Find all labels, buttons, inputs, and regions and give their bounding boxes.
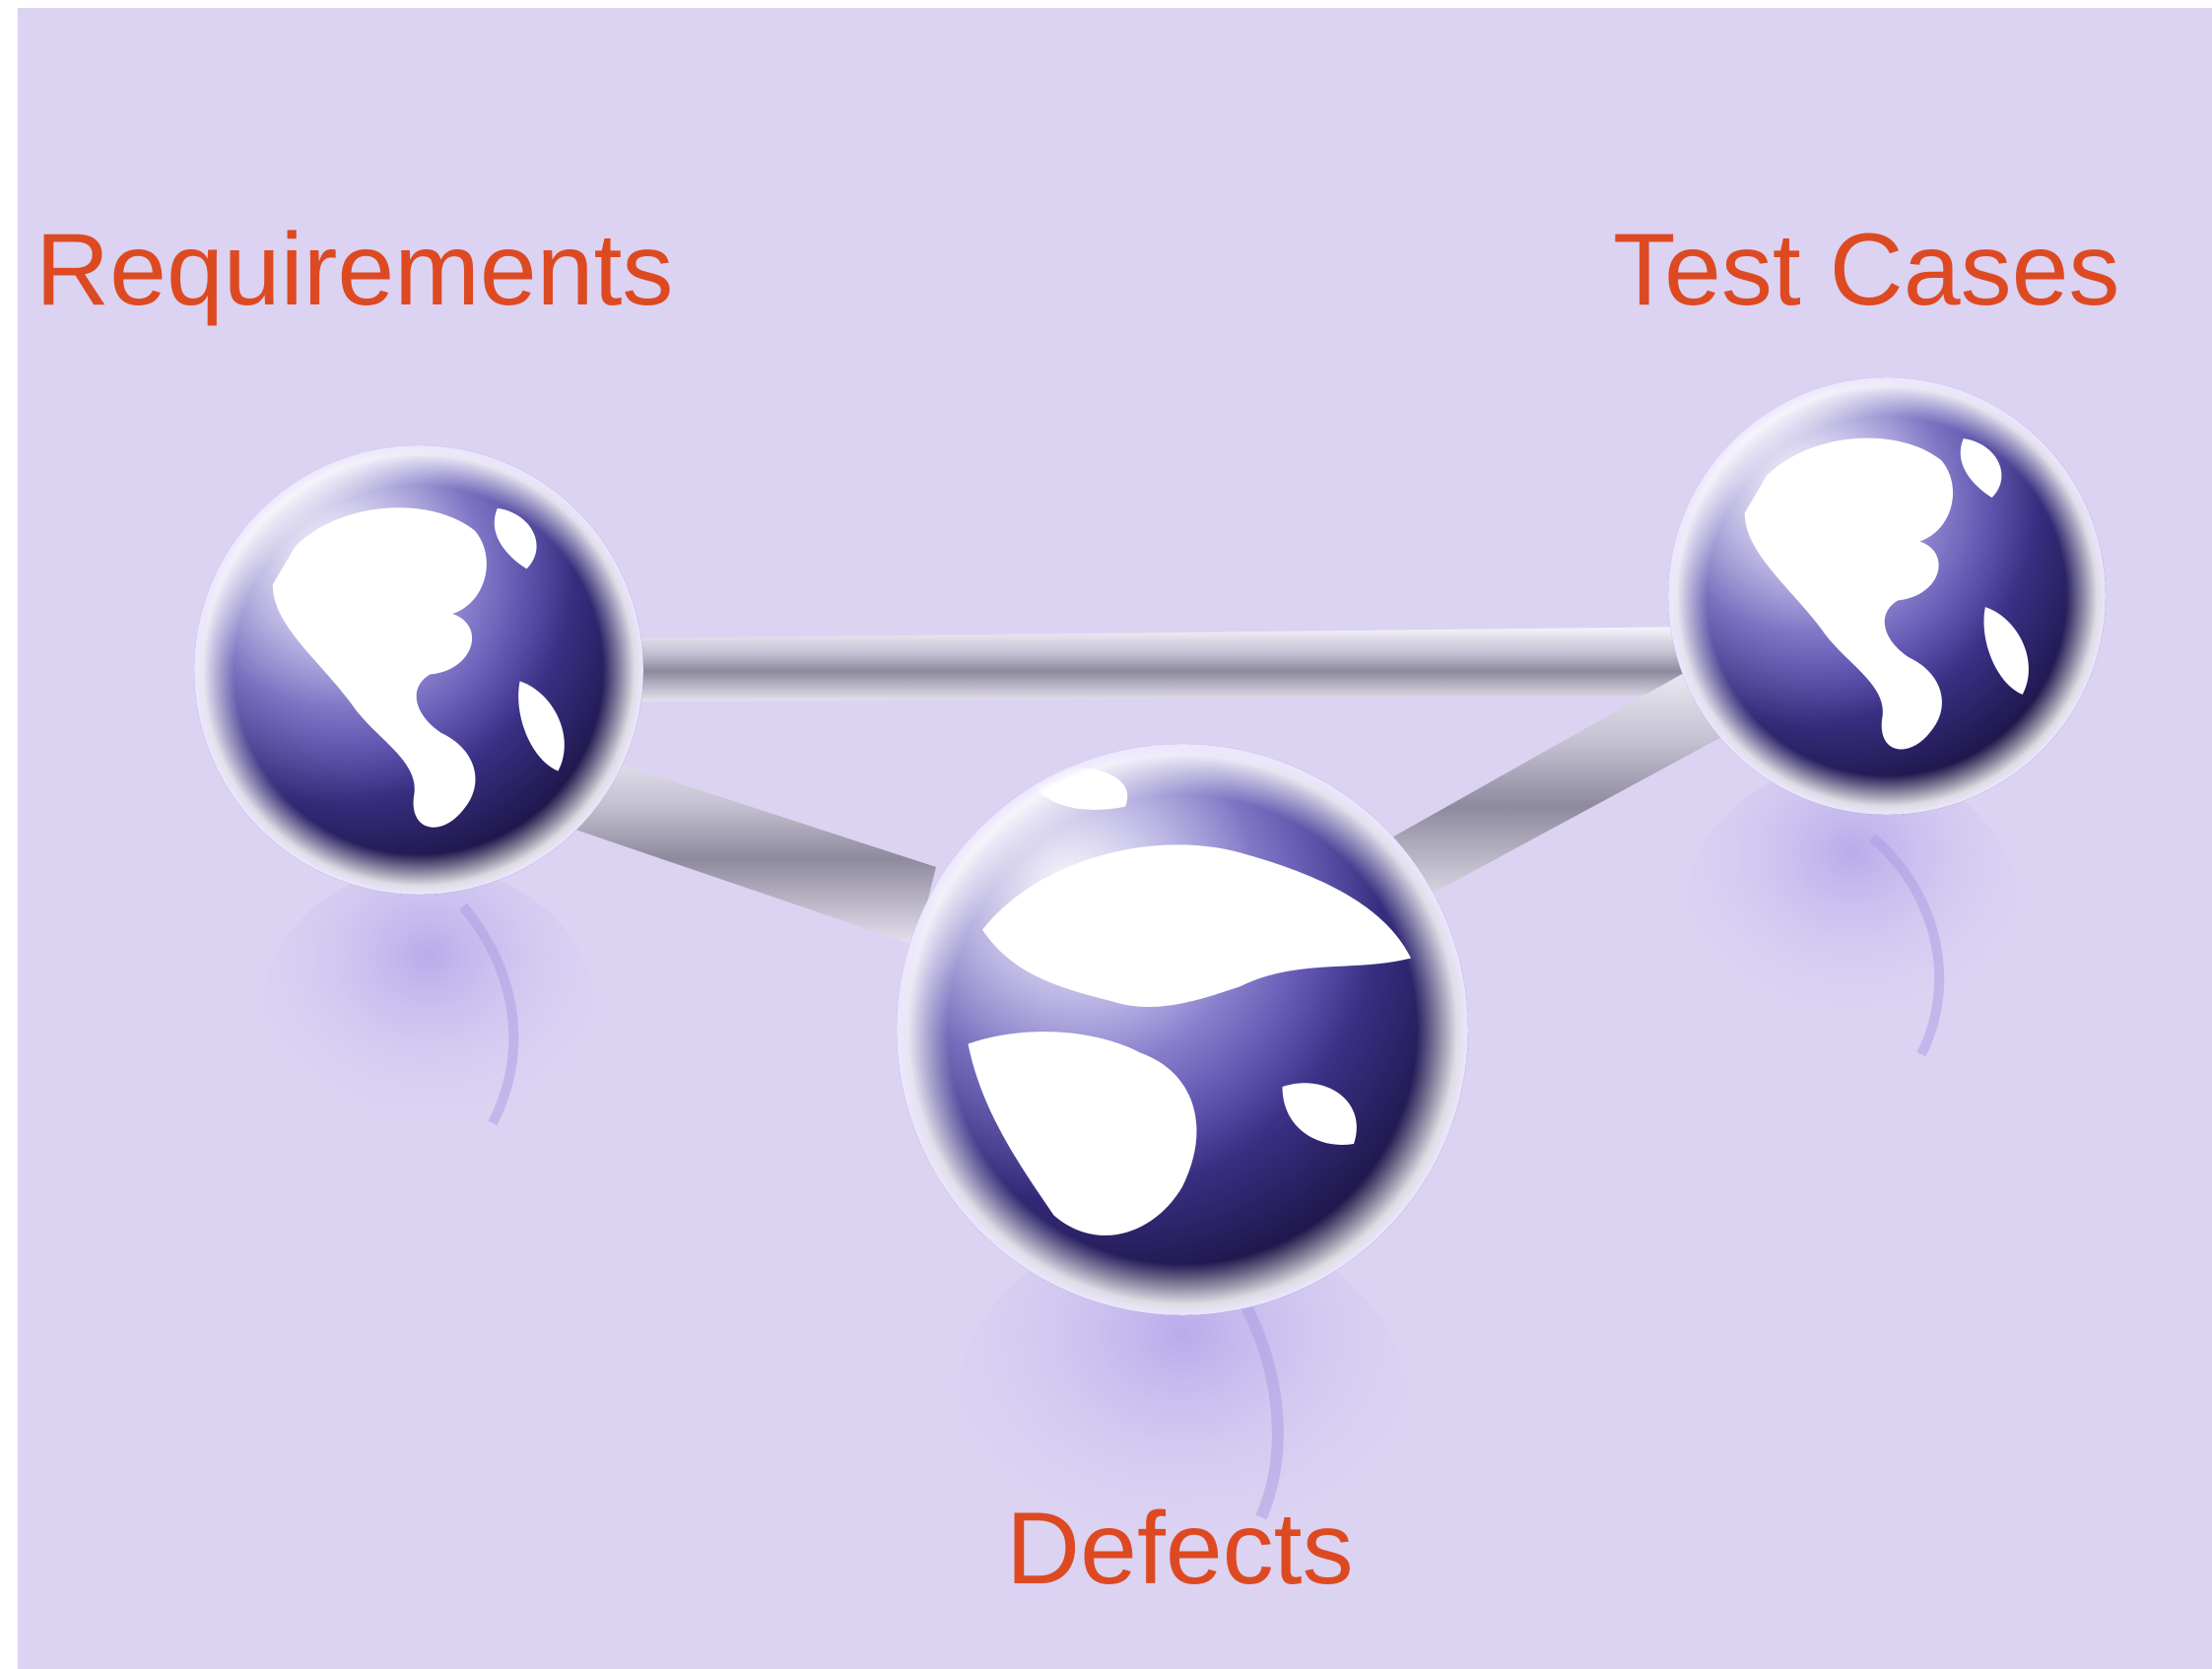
globe-test-cases bbox=[1668, 377, 2106, 815]
globe-defects bbox=[897, 744, 1468, 1315]
node-label-test-cases: Test Cases bbox=[1613, 213, 2120, 327]
rod-testcases-defects bbox=[1374, 650, 1764, 911]
globe-requirements bbox=[194, 445, 643, 895]
node-label-defects: Defects bbox=[1006, 1492, 1354, 1606]
floor-reflections bbox=[261, 764, 2020, 1596]
rod-requirements-testcases bbox=[631, 627, 1707, 701]
node-label-requirements: Requirements bbox=[35, 213, 674, 327]
